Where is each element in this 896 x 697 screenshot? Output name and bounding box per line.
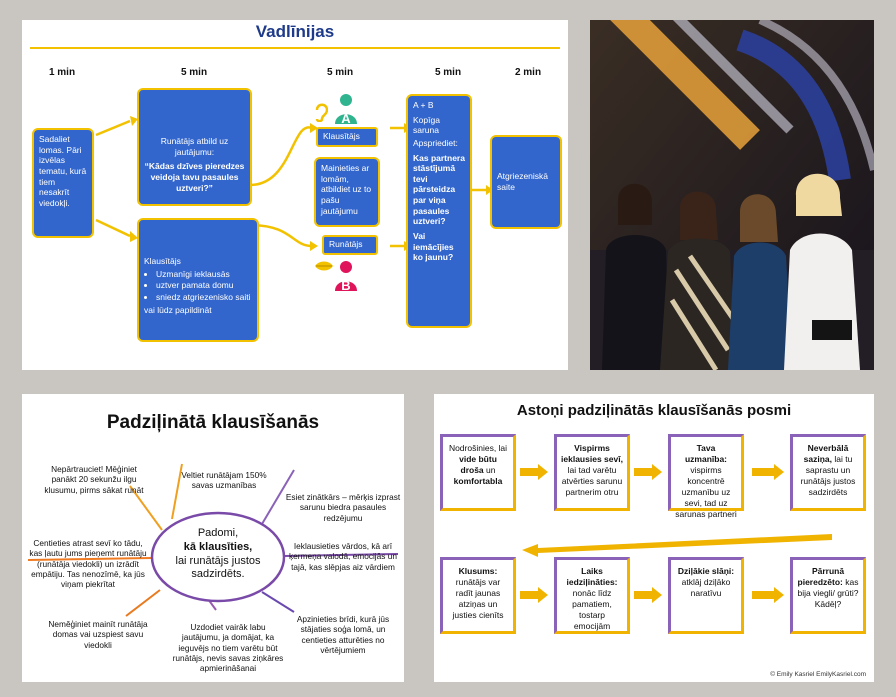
tip-item: Centieties atrast sevī ko tādu, kas ļaut…	[29, 538, 147, 590]
tip-item: Veltiet runātājam 150% savas uzmanības	[181, 470, 267, 491]
step-5: Klusums: runātājs var radīt jaunas atziņ…	[440, 557, 516, 634]
tip-item: Ieklausieties vārdos, kā arī ķermeņa val…	[289, 541, 397, 572]
lips-icon	[315, 261, 333, 271]
box-speaker: Runātājs atbild uz jautājumu: “Kādas dzī…	[137, 88, 252, 206]
slide-title: Astoņi padziļinātās klausīšanās posmi	[516, 402, 792, 419]
listener-item: uztver pamata domu	[156, 280, 252, 291]
listener-item: sniedz atgriezenisko saiti	[156, 292, 252, 303]
ear-icon	[315, 103, 328, 122]
eight-steps-slide: Astoņi padziļinātās klausīšanās posmi No…	[434, 394, 874, 682]
box-intro: Sadaliet lomas. Pāri izvēlas tematu, kur…	[32, 128, 94, 238]
center-line-3: lai runātājs justos sadzirdēts.	[175, 554, 261, 581]
listener-list: Uzmanīgi ieklausās uztver pamata domu sn…	[144, 269, 252, 303]
letter-a: A	[341, 111, 351, 126]
pair-question-1: Kas partnera stāstījumā tevi pārsteidza …	[413, 152, 465, 227]
tip-item: Neměģiniet mainīt runātāja domas vai uzs…	[48, 619, 148, 650]
listener-title: Klausītājs	[144, 256, 181, 266]
letter-b: B	[341, 278, 351, 293]
center-line-2: kā klausīties,	[183, 540, 253, 553]
time-label-5: 2 min	[514, 67, 542, 78]
step-3: Tava uzmanība: vispirms koncentrē uzmanī…	[668, 434, 744, 519]
title-rule	[30, 47, 560, 49]
pair-discuss: Apspriediet:	[413, 137, 458, 148]
speaker-question: “Kādas dzīves pieredzes veidoja tavu pas…	[144, 161, 245, 193]
time-label-1: 1 min	[48, 67, 76, 78]
box-switch: Mainieties ar lomām, atbildiet uz to paš…	[314, 157, 380, 227]
time-label-4: 5 min	[434, 67, 462, 78]
pair-label: A + B	[413, 100, 434, 110]
copyright: © Emily Kasriel EmilyKasriel.com	[770, 671, 866, 678]
slide-title: Vadlīnijas	[255, 22, 335, 41]
time-label-3: 5 min	[326, 67, 354, 78]
tip-item: Nepārtrauciet! Mēģiniet panākt 20 sekunž…	[44, 464, 144, 495]
speaker-line: Runātājs atbild uz jautājumu:	[160, 136, 229, 157]
box-feedback: Atgriezeniskā saite	[490, 135, 562, 229]
tip-item: Apzinieties brīdi, kurā jūs stājaties so…	[296, 614, 390, 656]
step-1: Nodrošinies, lai vide būtu droša un komf…	[440, 434, 516, 511]
listener-item: Uzmanīgi ieklausās	[156, 269, 252, 280]
tip-item: Uzdodiet vairāk labu jautājumu, ja domāj…	[172, 622, 284, 674]
box-pair-discussion: A + B Kopīga saruna Apspriediet: Kas par…	[406, 94, 472, 328]
person-a-icon	[335, 94, 357, 124]
time-label-2: 5 min	[180, 67, 208, 78]
guidelines-slide: Vadlīnijas 1 min 5 min 5 min 5 min 2 min…	[22, 20, 568, 370]
group-photo	[590, 20, 874, 370]
speaker-role-label: Runātājs	[322, 235, 378, 255]
person-b-icon	[335, 261, 357, 291]
listener-role-label: Klausītājs	[316, 127, 378, 147]
spoke-lines	[27, 463, 399, 617]
box-listener: Klausītājs Uzmanīgi ieklausās uztver pam…	[137, 218, 259, 342]
step-2: Vispirms ieklausies sevī, lai tad varētu…	[554, 434, 630, 511]
pair-conversation: Kopīga saruna	[413, 114, 440, 136]
flow-arrows	[95, 116, 493, 251]
step-7: Dziļākie slāņi: atklāj dziļāko naratīvu	[668, 557, 744, 634]
step-4: Neverbālā saziņa, lai tu saprastu un run…	[790, 434, 866, 511]
tip-item: Esiet zinātkārs – mērķis izprast sarunu …	[285, 492, 401, 523]
center-text: Padomi, kā klausīties, lai runātājs just…	[162, 527, 274, 582]
step-arrows	[520, 464, 832, 603]
step-6: Laiks iedziļināties: nonāc līdz pamatiem…	[554, 557, 630, 634]
listener-end: vai lūdz papildināt	[144, 304, 212, 315]
center-line-1: Padomi,	[197, 527, 239, 539]
slide-title: Padziļinātā klausīšanās	[106, 412, 320, 433]
photo-illustration	[590, 20, 874, 370]
step-8: Pārrunā pieredzēto: kas bija viegli/ grū…	[790, 557, 866, 634]
pair-question-2: Vai iemācījies ko jaunu?	[413, 230, 454, 263]
deep-listening-slide: Padziļinātā klausīšanās Padomi, kā klaus…	[22, 394, 404, 682]
